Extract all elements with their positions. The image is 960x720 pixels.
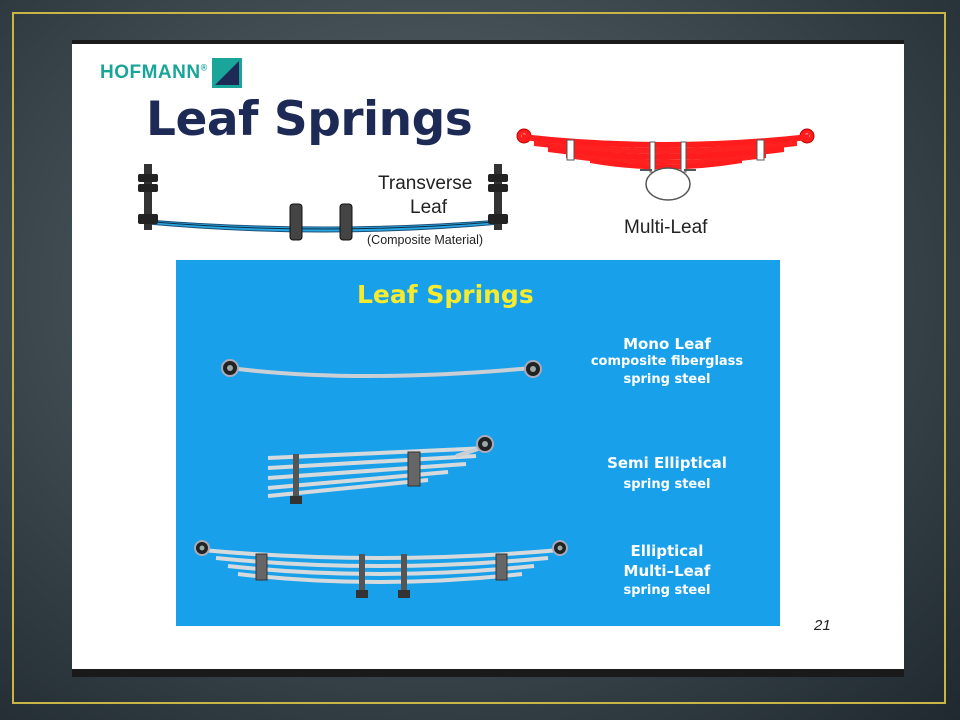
left-shackle xyxy=(138,164,158,230)
logo-text: HOFMANN® xyxy=(100,62,208,83)
elliptical-multi-leaf-spring xyxy=(194,540,568,598)
transverse-leaf-illustration xyxy=(138,164,508,241)
logo-mark-icon xyxy=(211,58,242,88)
panel-title: Leaf Springs xyxy=(357,280,534,309)
right-shackle xyxy=(488,164,508,230)
mono-leaf-label: Mono Leaf composite fiberglass spring st… xyxy=(590,335,744,387)
slide-frame xyxy=(12,12,946,704)
transverse-label-line1: Transverse xyxy=(378,173,473,194)
slide-number: 21 xyxy=(814,617,831,634)
transverse-label-line2: Leaf xyxy=(410,197,447,218)
composite-note: (Composite Material) xyxy=(367,233,484,247)
mono-leaf-spring xyxy=(221,359,542,378)
multi-leaf-illustration xyxy=(516,128,815,201)
elliptical-label: Elliptical Multi–Leaf spring steel xyxy=(623,542,711,598)
semi-elliptical-label: Semi Elliptical spring steel xyxy=(607,454,727,492)
page-title: Leaf Springs xyxy=(146,92,473,147)
multi-leaf-label: Multi-Leaf xyxy=(624,217,708,238)
semi-elliptical-spring xyxy=(267,435,494,504)
leaf-types-illustration xyxy=(194,359,568,598)
hofmann-logo: HOFMANN® xyxy=(100,58,242,88)
